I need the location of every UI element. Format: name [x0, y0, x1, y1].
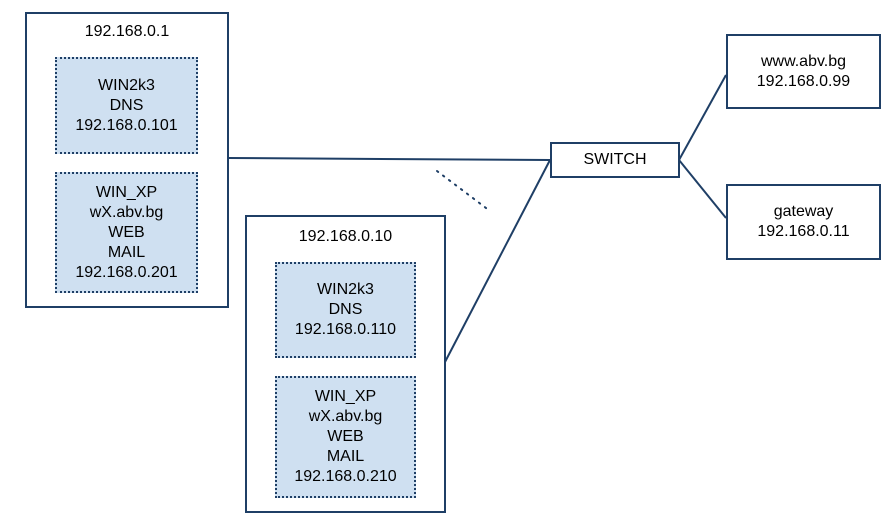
host-role: DNS — [328, 301, 363, 318]
switch-node[interactable]: SWITCH — [550, 142, 680, 178]
link-group1-switch — [227, 157, 551, 161]
host-domain: wX.abv.bg — [89, 203, 164, 221]
group-1-title: 192.168.0.1 — [84, 23, 170, 40]
host-winxp-2[interactable]: WIN_XP wX.abv.bg WEB MAIL 192.168.0.210 — [275, 376, 416, 498]
host-ip: 192.168.0.101 — [75, 116, 178, 134]
link-switch-www — [678, 74, 727, 161]
host-role-mail: MAIL — [107, 243, 146, 261]
host-win2k3-dns-2[interactable]: WIN2k3 DNS 192.168.0.110 — [275, 262, 416, 358]
link-group2-switch — [444, 159, 551, 363]
host-ip: 192.168.0.110 — [294, 321, 397, 338]
host-winxp-1[interactable]: WIN_XP wX.abv.bg WEB MAIL 192.168.0.201 — [55, 172, 198, 293]
host-os: WIN_XP — [95, 183, 158, 201]
www-ip: 192.168.0.99 — [756, 72, 851, 90]
host-ip: 192.168.0.201 — [75, 263, 178, 281]
gateway-label: gateway — [773, 203, 834, 220]
host-role-web: WEB — [327, 428, 364, 445]
www-hostname: www.abv.bg — [760, 52, 847, 70]
group-2-title: 192.168.0.10 — [298, 228, 393, 245]
gateway-ip: 192.168.0.11 — [757, 223, 850, 240]
host-ip: 192.168.0.210 — [294, 468, 397, 485]
host-role-mail: MAIL — [326, 448, 365, 465]
host-os: WIN_XP — [314, 388, 377, 405]
gateway-node[interactable]: gateway 192.168.0.11 — [726, 184, 881, 260]
host-role: DNS — [109, 96, 144, 114]
dotted-ellipsis-line — [436, 170, 491, 212]
host-os: WIN2k3 — [98, 76, 155, 94]
link-switch-gateway — [678, 159, 727, 219]
host-win2k3-dns-1[interactable]: WIN2k3 DNS 192.168.0.101 — [55, 57, 198, 154]
switch-label: SWITCH — [583, 151, 647, 168]
host-os: WIN2k3 — [317, 281, 374, 298]
www-node[interactable]: www.abv.bg 192.168.0.99 — [726, 34, 881, 109]
host-role-web: WEB — [108, 223, 145, 241]
host-domain: wX.abv.bg — [308, 408, 383, 425]
